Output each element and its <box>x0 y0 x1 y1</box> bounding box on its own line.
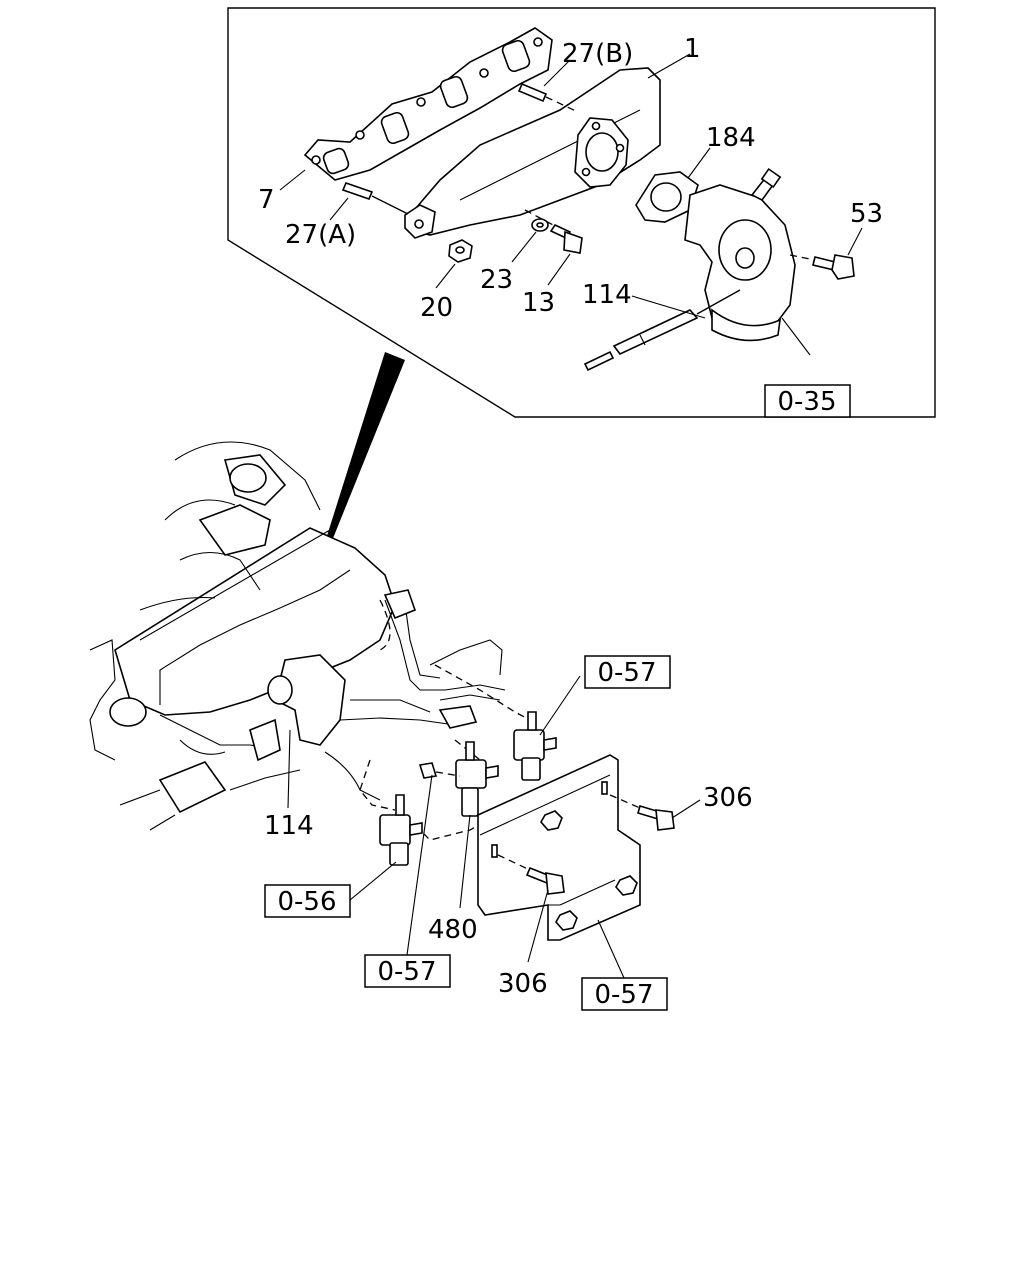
label-part-23: 23 <box>480 265 513 295</box>
leader-035 <box>781 317 811 356</box>
ref-box-057-right <box>581 977 668 1011</box>
ref-box-056 <box>264 884 351 918</box>
manifold-gasket <box>303 27 553 181</box>
label-part-20: 20 <box>420 293 453 323</box>
label-part-114-engine: 114 <box>264 811 314 841</box>
vsv-480 <box>455 741 499 817</box>
ref-057-top: 0-57 <box>597 658 656 688</box>
rod-114-detail <box>583 289 741 372</box>
leader-27a <box>329 197 349 221</box>
stud-27b <box>517 82 579 113</box>
vsv-0-57-top <box>513 711 557 781</box>
leader-20 <box>435 263 456 289</box>
ref-056: 0-56 <box>277 887 336 917</box>
ref-box-035 <box>764 384 851 418</box>
nut-20 <box>448 239 473 263</box>
bolt-306-bottom <box>497 854 565 895</box>
label-part-53: 53 <box>850 199 883 229</box>
leader-056 <box>349 861 397 901</box>
leader-53 <box>847 227 863 256</box>
vacuum-hose-routing <box>359 599 531 841</box>
label-part-480: 480 <box>428 915 478 945</box>
ref-035: 0-35 <box>777 387 836 417</box>
leader-7 <box>279 169 306 191</box>
leader-480 <box>459 814 471 909</box>
ref-057-right: 0-57 <box>594 980 653 1010</box>
leader-057-top <box>539 675 581 736</box>
label-part-13: 13 <box>522 288 555 318</box>
leader-184 <box>687 147 711 179</box>
label-part-306-bottom: 306 <box>498 969 548 999</box>
leader-23 <box>511 231 537 263</box>
vsv-0-56 <box>379 794 423 866</box>
leader-306-right <box>671 799 701 819</box>
ref-box-057-mid <box>364 954 451 988</box>
valve-bracket <box>477 754 641 941</box>
stud-27a <box>341 182 409 215</box>
washer-23 <box>531 218 549 232</box>
label-part-1: 1 <box>684 34 701 64</box>
exhaust-manifold <box>404 67 661 239</box>
leader-114-engine <box>287 729 291 809</box>
flange-gasket-184 <box>635 171 699 223</box>
leader-057-right <box>597 919 625 979</box>
bolt-057-mid <box>418 762 461 779</box>
label-part-306-right: 306 <box>703 783 753 813</box>
label-part-184: 184 <box>706 123 756 153</box>
leader-114-detail <box>631 295 706 319</box>
label-part-27b: 27(B) <box>562 39 633 69</box>
bolt-53 <box>789 254 855 280</box>
leader-13 <box>547 253 571 286</box>
label-part-114-detail: 114 <box>582 280 632 310</box>
label-part-7: 7 <box>258 185 275 215</box>
leader-306-bottom <box>527 889 549 963</box>
engine-assembly <box>89 441 506 831</box>
exhaust-elbow-pipe <box>684 167 796 342</box>
detail-inset-frame <box>227 7 936 418</box>
bolt-306-right <box>609 794 675 831</box>
bolt-13 <box>524 209 583 254</box>
leader-27b <box>543 59 571 87</box>
ref-057-mid: 0-57 <box>377 957 436 987</box>
leader-1 <box>647 53 691 79</box>
label-part-27a: 27(A) <box>285 220 356 250</box>
leader-057-mid <box>406 774 433 956</box>
ref-box-057-top <box>584 655 671 689</box>
